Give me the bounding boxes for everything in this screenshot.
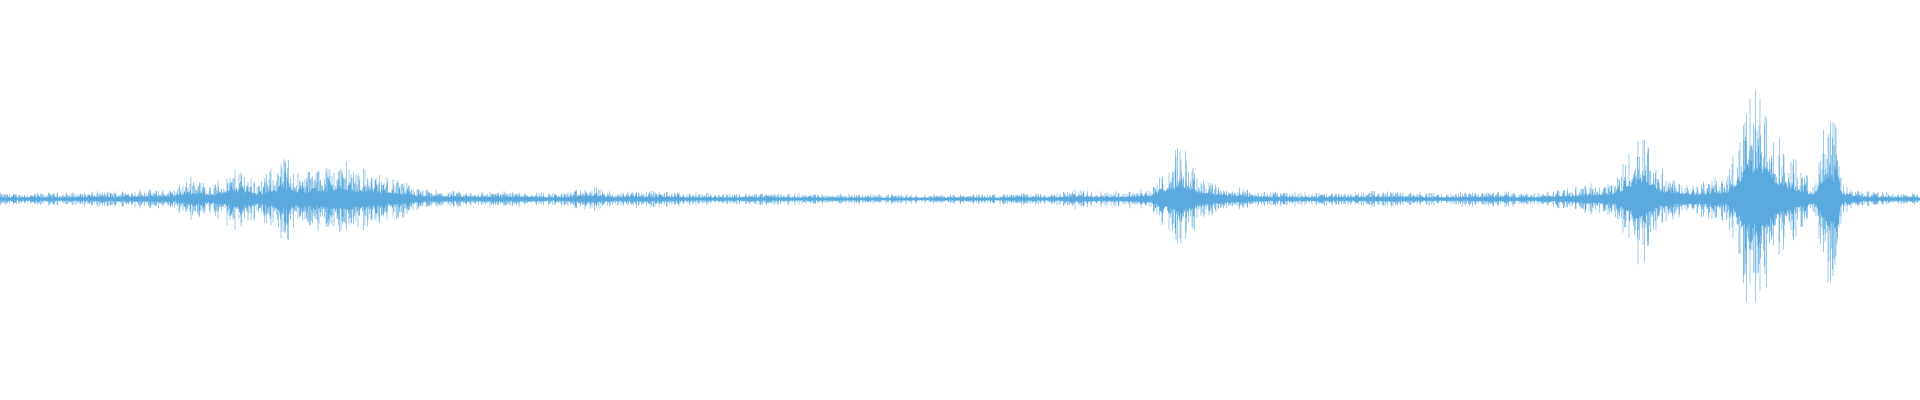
waveform-signal xyxy=(0,90,1920,302)
